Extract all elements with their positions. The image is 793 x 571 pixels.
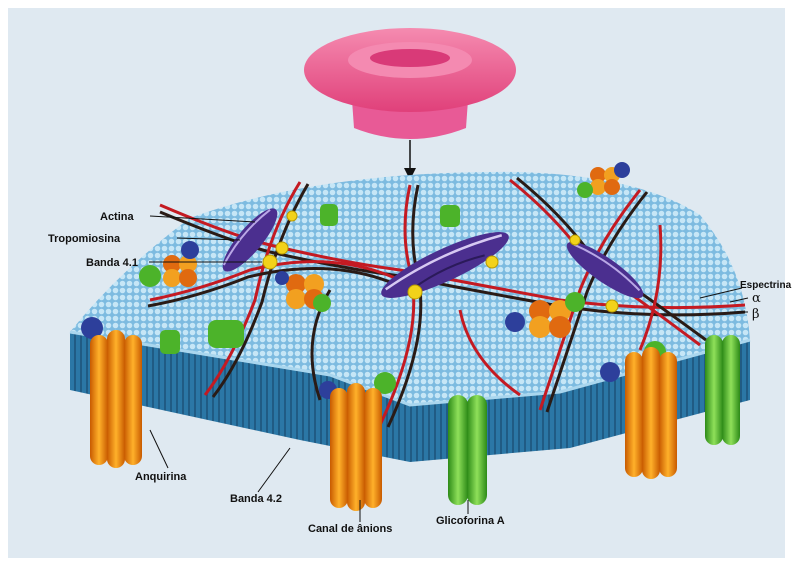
label-banda-4-2: Banda 4.2 <box>230 493 282 505</box>
label-glicoforina-a: Glicoforina A <box>436 515 505 527</box>
label-canal-de-anions: Canal de ânions <box>308 523 392 535</box>
label-anquirina: Anquirina <box>135 471 187 483</box>
label-espectrina: Espectrina <box>740 280 792 291</box>
label-banda-4-1: Banda 4.1 <box>86 257 138 269</box>
label-actina: Actina <box>100 211 135 223</box>
label-tropomiosina: Tropomiosina <box>48 233 121 245</box>
label-beta: β <box>752 307 760 322</box>
label-alpha: α <box>752 291 761 306</box>
